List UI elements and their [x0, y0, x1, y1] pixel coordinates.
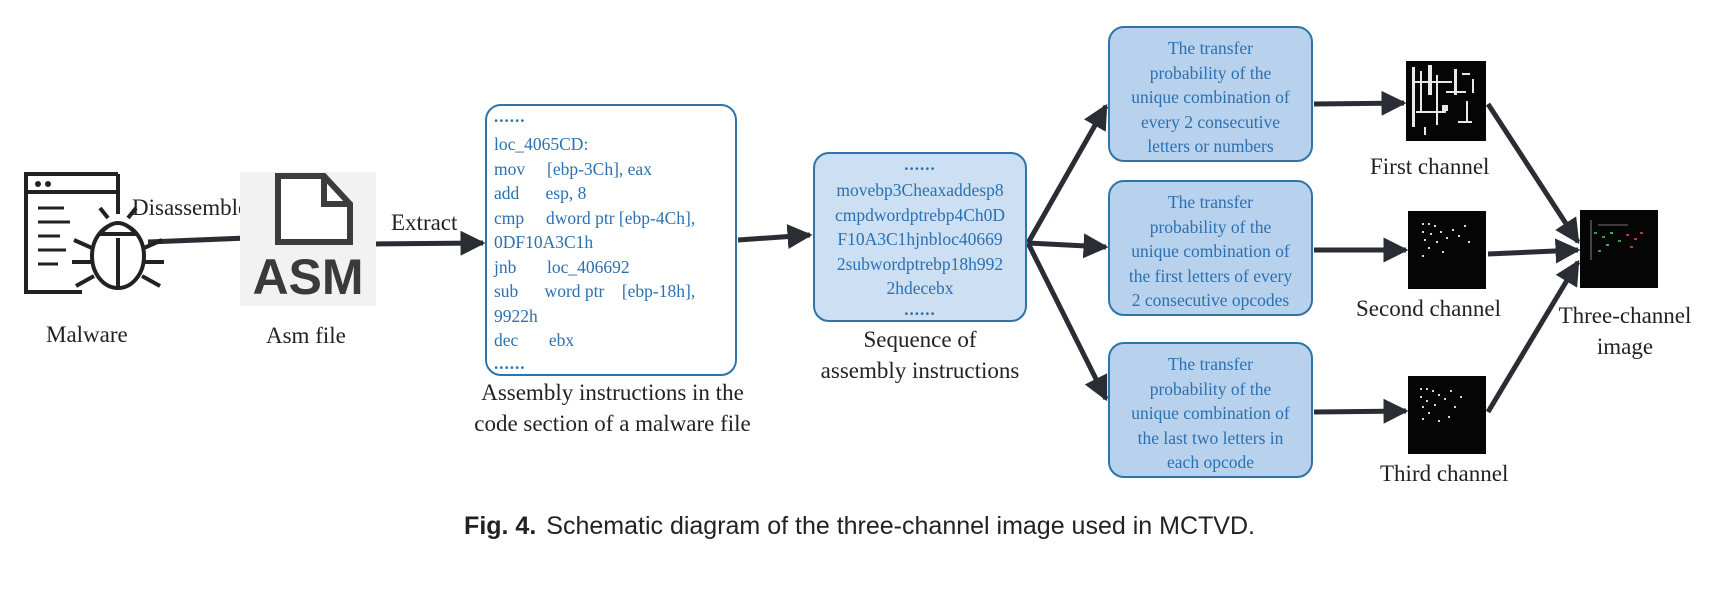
- asm-line: 9922h: [494, 305, 538, 326]
- first-channel-label: First channel: [1370, 154, 1490, 179]
- extract-label: Extract: [391, 210, 458, 235]
- prob-box-letters-numbers: The transfer probability of the unique c…: [1108, 26, 1313, 162]
- asm-line: mov [ebp-3Ch], eax: [494, 158, 652, 179]
- second-channel-image: [1408, 211, 1486, 289]
- prob-box-line: unique combination of: [1131, 241, 1290, 261]
- prob-box-line: The transfer: [1167, 354, 1254, 374]
- prob-box-line: unique combination of: [1131, 403, 1290, 423]
- asm-dots-top: ......: [494, 107, 526, 126]
- instruction-sequence-box: ...... movebp3Cheaxaddesp8 cmpdwordptreb…: [813, 152, 1027, 322]
- arrow-asm-to-sequence: [737, 224, 813, 250]
- prob-box-line: each opcode: [1167, 452, 1254, 472]
- seq-caption-line: Sequence of: [863, 327, 977, 352]
- prob-box-line: probability of the: [1149, 62, 1272, 83]
- asm-line: sub word ptr [ebp-18h],: [494, 281, 696, 301]
- seq-line: 2hdecebx: [886, 278, 954, 298]
- three-channel-caption: Three-channel image: [1545, 300, 1705, 362]
- asm-line: 0DF10A3C1h: [494, 232, 594, 252]
- disassemble-label: Disassemble: [132, 195, 249, 220]
- asm-line: loc_4065CD:: [494, 134, 589, 154]
- seq-line: F10A3C1hjnbloc40669: [837, 229, 1003, 249]
- asm-line: dec ebx: [494, 330, 575, 350]
- seq-caption: Sequence of assembly instructions: [790, 324, 1050, 386]
- prob-box-line: 2 consecutive opcodes: [1131, 290, 1290, 310]
- asm-line: jnb loc_406692: [494, 256, 630, 277]
- three-channel-caption-line: Three-channel: [1558, 303, 1692, 328]
- prob-box-line: every 2 consecutive: [1141, 111, 1280, 132]
- arrow-first-to-combined: [1485, 102, 1581, 245]
- asm-caption-line: code section of a malware file: [474, 411, 751, 437]
- malware-label: Malware: [46, 322, 128, 347]
- arrow-extract: [371, 230, 486, 256]
- arrow-seq-to-prob-3: [1025, 241, 1109, 402]
- arrow-seq-to-prob-2: [1027, 233, 1109, 259]
- asm-caption: Assembly instructions in the code sectio…: [440, 377, 785, 439]
- seq-line: movebp3Cheaxaddesp8: [836, 180, 1004, 200]
- third-channel-image: [1408, 376, 1486, 454]
- prob-box-line: the last two letters in: [1137, 427, 1284, 448]
- asm-line: cmp dword ptr [ebp-4Ch],: [494, 207, 696, 228]
- seq-line: cmpdwordptrebp4Ch0D: [834, 204, 1006, 225]
- figure-number: Fig. 4.: [464, 512, 537, 540]
- three-channel-caption-line: image: [1596, 334, 1654, 360]
- asm-icon-text: ASM: [252, 249, 363, 305]
- arrow-third-to-combined: [1485, 259, 1581, 414]
- seq-line: 2subwordptrebp18h992: [836, 253, 1004, 274]
- three-channel-image: [1580, 210, 1658, 288]
- prob-box-line: letters or numbers: [1147, 136, 1274, 156]
- malware-bug-icon: [24, 172, 164, 294]
- third-channel-label: Third channel: [1380, 461, 1509, 486]
- assembly-instructions-box: ...... loc_4065CD: mov [ebp-3Ch], eax ad…: [485, 104, 737, 376]
- prob-box-line: The transfer: [1167, 38, 1254, 58]
- arrow-seq-to-prob-1: [1025, 103, 1109, 245]
- prob-box-line: the first letters of every: [1128, 265, 1293, 286]
- first-channel-image: [1406, 61, 1486, 141]
- asm-caption-line: Assembly instructions in the: [481, 380, 744, 405]
- prob-box-line: probability of the: [1149, 216, 1272, 237]
- prob-box-first-letters: The transfer probability of the unique c…: [1108, 180, 1313, 316]
- arrow-prob3-to-third: [1313, 398, 1409, 424]
- asm-dots-bottom: ......: [494, 353, 526, 373]
- figure-caption-text: Schematic diagram of the three-channel i…: [546, 512, 1255, 540]
- second-channel-label: Second channel: [1356, 296, 1501, 321]
- prob-box-line: unique combination of: [1131, 87, 1290, 107]
- seq-dots-bottom: ......: [904, 299, 936, 319]
- prob-box-last-two-letters: The transfer probability of the unique c…: [1108, 342, 1313, 478]
- prob-box-line: probability of the: [1149, 378, 1272, 399]
- asm-file-icon: ASM: [240, 172, 376, 306]
- asm-file-label: Asm file: [266, 323, 346, 348]
- prob-box-line: The transfer: [1167, 192, 1254, 212]
- arrow-second-to-combined: [1487, 238, 1581, 264]
- figure-caption: Fig. 4. Schematic diagram of the three-ch…: [0, 512, 1719, 541]
- asm-line: add esp, 8: [494, 183, 587, 203]
- arrow-prob1-to-first: [1313, 90, 1407, 116]
- seq-caption-line: assembly instructions: [820, 358, 1020, 384]
- seq-dots-top: ......: [904, 155, 936, 174]
